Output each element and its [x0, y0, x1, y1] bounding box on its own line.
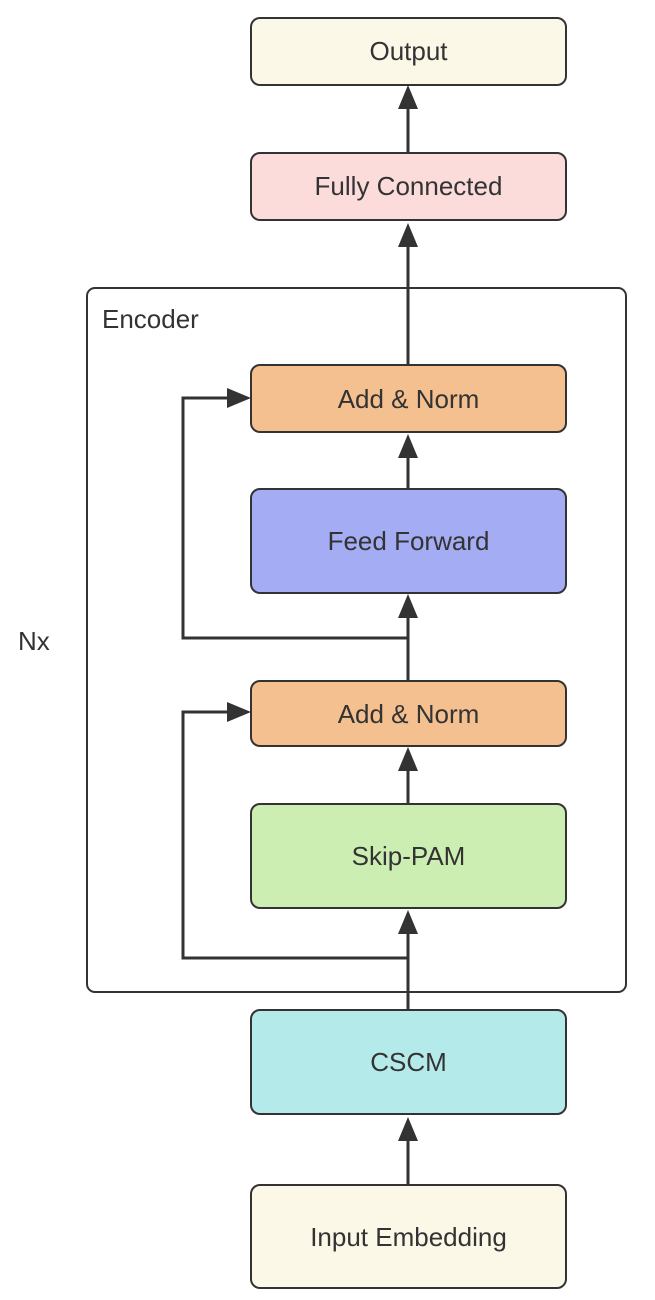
- residual-connection-bottom: [181, 710, 408, 960]
- skip-pam-block: Skip-PAM: [250, 803, 567, 909]
- arrowhead-add-norm-top: [398, 434, 418, 458]
- output-block: Output: [250, 17, 567, 86]
- arrowhead-cscm: [398, 1117, 418, 1141]
- arrowhead-output: [398, 85, 418, 109]
- input-embedding-label: Input Embedding: [310, 1222, 507, 1252]
- skip-pam-label: Skip-PAM: [352, 841, 466, 871]
- arrowhead-residual-top: [227, 388, 251, 408]
- output-label: Output: [369, 36, 448, 66]
- fully-connected-label: Fully Connected: [315, 171, 503, 201]
- cscm-block: CSCM: [250, 1009, 567, 1115]
- cscm-label: CSCM: [370, 1047, 447, 1077]
- arrowhead-add-norm-bottom: [398, 747, 418, 771]
- arrowhead-residual-bottom: [227, 702, 251, 722]
- residual-connection-top: [181, 396, 408, 640]
- feed-forward-block: Feed Forward: [250, 488, 567, 594]
- add-norm-top-label: Add & Norm: [338, 384, 480, 414]
- add-norm-bottom-block: Add & Norm: [250, 680, 567, 747]
- arrowhead-skip-pam: [398, 910, 418, 934]
- add-norm-bottom-label: Add & Norm: [338, 699, 480, 729]
- encoder-label: Encoder: [102, 304, 199, 334]
- input-embedding-block: Input Embedding: [250, 1184, 567, 1289]
- encoder-container: [86, 287, 627, 993]
- fully-connected-block: Fully Connected: [250, 152, 567, 221]
- arrowhead-fully-connected: [398, 223, 418, 247]
- feed-forward-label: Feed Forward: [328, 526, 490, 556]
- repeat-count-label: Nx: [18, 626, 50, 656]
- arrowhead-feed-forward: [398, 594, 418, 618]
- add-norm-top-block: Add & Norm: [250, 364, 567, 433]
